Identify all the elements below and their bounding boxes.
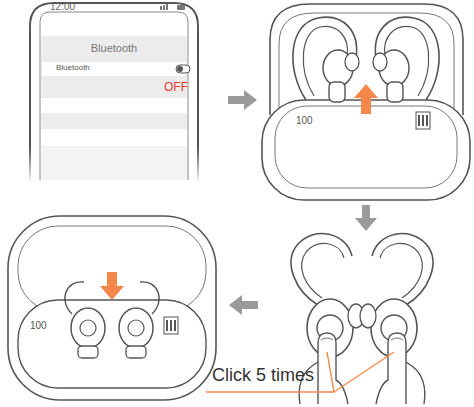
instruction-text: Click 5 times (212, 366, 314, 386)
status-off: OFF (164, 81, 188, 94)
screen-title: Bluetooth (91, 42, 137, 54)
status-time: 12:00 (50, 1, 75, 12)
battery-display: 100 (296, 115, 313, 126)
battery-display: 100 (30, 320, 47, 331)
setting-label: Bluetooth (56, 64, 90, 73)
